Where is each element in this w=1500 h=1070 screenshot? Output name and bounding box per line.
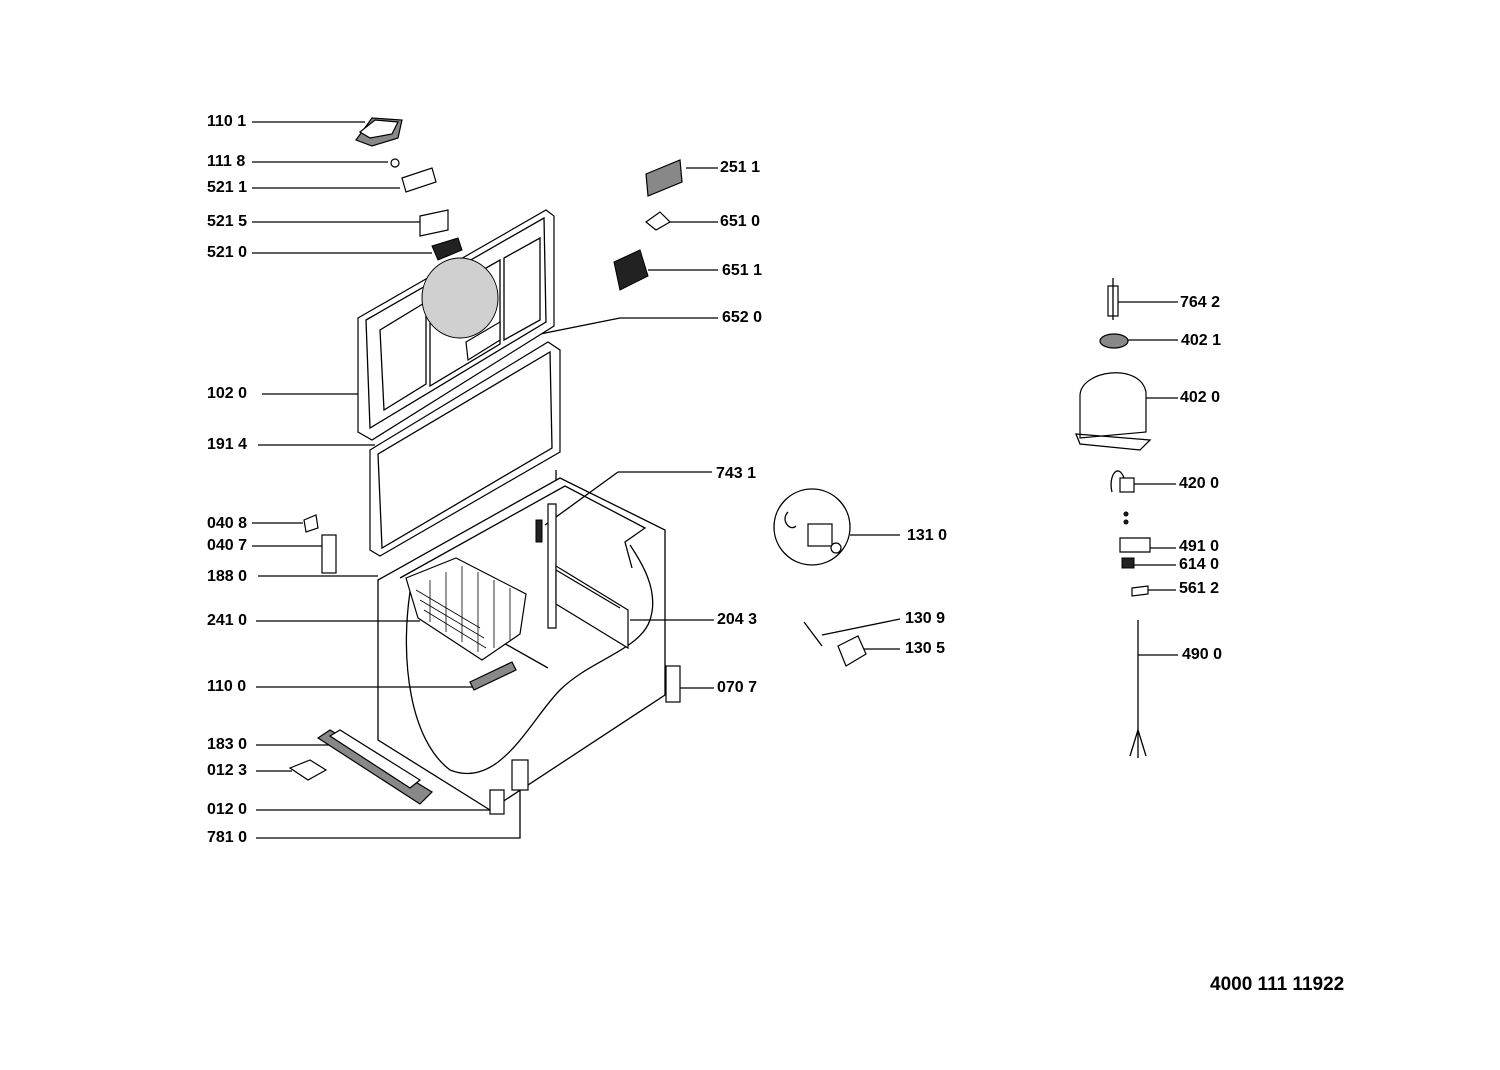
- small-ring-part: [390, 158, 400, 168]
- label-241-0: 241 0: [207, 612, 248, 629]
- label-764-2: 764 2: [1180, 294, 1221, 311]
- label-191-4: 191 4: [207, 436, 248, 453]
- label-111-8: 111 8: [207, 153, 246, 170]
- label-420-0: 420 0: [1179, 475, 1220, 492]
- label-743-1: 743 1: [716, 465, 757, 482]
- key-part: [803, 621, 823, 647]
- thermostat-part: [773, 488, 851, 566]
- hinge-part: [316, 729, 433, 805]
- basket-part: [405, 557, 527, 661]
- label-521-0: 521 0: [207, 244, 248, 261]
- label-040-7: 040 7: [207, 537, 248, 554]
- lock-part: [431, 237, 463, 261]
- lamp-part: [645, 211, 671, 231]
- gasket-part: [369, 341, 561, 557]
- label-102-0: 102 0: [207, 385, 248, 402]
- label-781-0: 781 0: [207, 829, 248, 846]
- document-number: 4000 111 11922: [1210, 974, 1345, 995]
- grille-part: [665, 665, 681, 703]
- label-204-3: 204 3: [717, 611, 758, 628]
- label-130-9: 130 9: [905, 610, 946, 627]
- label-012-0: 012 0: [207, 801, 248, 818]
- label-070-7: 070 7: [717, 679, 758, 696]
- lock-switch-part: [837, 635, 867, 667]
- cover-plate-part: [401, 167, 437, 193]
- label-521-5: 521 5: [207, 213, 248, 230]
- label-188-0: 188 0: [207, 568, 248, 585]
- hinge-bracket-part: [288, 759, 328, 781]
- compressor-group: [1075, 278, 1152, 758]
- lid-part: [357, 209, 555, 441]
- handle-part: [355, 117, 403, 147]
- label-183-0: 183 0: [207, 736, 248, 753]
- label-491-0: 491 0: [1179, 538, 1220, 555]
- label-614-0: 614 0: [1179, 556, 1220, 573]
- label-651-1: 651 1: [722, 262, 763, 279]
- label-652-0: 652 0: [722, 309, 763, 326]
- divider-part: [547, 503, 629, 650]
- label-131-0: 131 0: [907, 527, 948, 544]
- label-490-0: 490 0: [1182, 646, 1223, 663]
- label-012-3: 012 3: [207, 762, 248, 779]
- label-040-8: 040 8: [207, 515, 248, 532]
- label-402-0: 402 0: [1180, 389, 1221, 406]
- label-651-0: 651 0: [720, 213, 761, 230]
- label-251-1: 251 1: [720, 159, 761, 176]
- basket-handle-part: [469, 661, 517, 691]
- lamp-cover-part: [645, 159, 683, 197]
- lamp-holder-part: [613, 249, 649, 291]
- label-110-0: 110 0: [207, 678, 247, 695]
- label-561-2: 561 2: [1179, 580, 1220, 597]
- label-130-5: 130 5: [905, 640, 946, 657]
- label-402-1: 402 1: [1181, 332, 1222, 349]
- leader-lines: [252, 121, 1178, 839]
- lock-bracket-part: [419, 209, 449, 237]
- label-110-1: 110 1: [207, 113, 247, 130]
- label-521-1: 521 1: [207, 179, 248, 196]
